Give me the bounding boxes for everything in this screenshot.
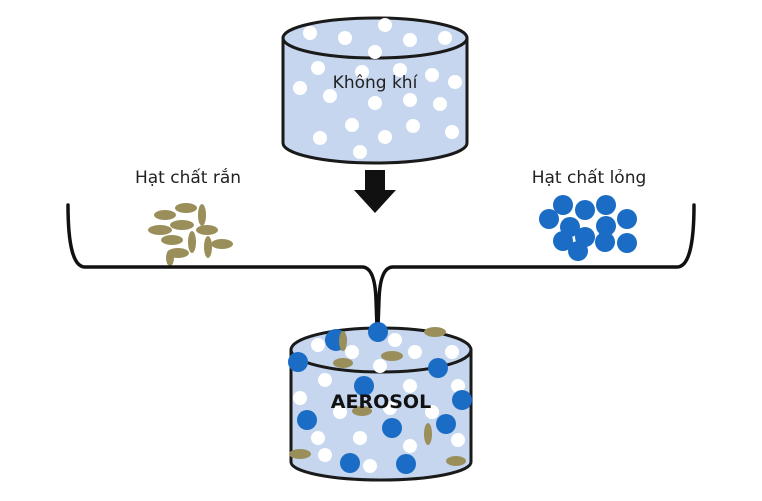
down-arrow-icon (354, 170, 396, 213)
aerosol-air-particles (293, 333, 465, 473)
liquid-particles (539, 195, 637, 261)
aerosol-cylinder-body (289, 348, 473, 482)
air-particles (293, 18, 462, 159)
aerosol-label: AEROSOL (331, 391, 431, 413)
air-label: Không khí (333, 73, 419, 93)
air-cylinder (281, 16, 469, 165)
solid-particles (148, 203, 233, 266)
aerosol-solid-particles (289, 327, 466, 466)
solid-label: Hạt chất rắn (135, 167, 241, 188)
aerosol-liquid-particles (288, 322, 472, 474)
merge-bracket (66, 203, 696, 329)
liquid-label: Hạt chất lỏng (532, 167, 647, 188)
aerosol-cylinder (288, 322, 473, 482)
